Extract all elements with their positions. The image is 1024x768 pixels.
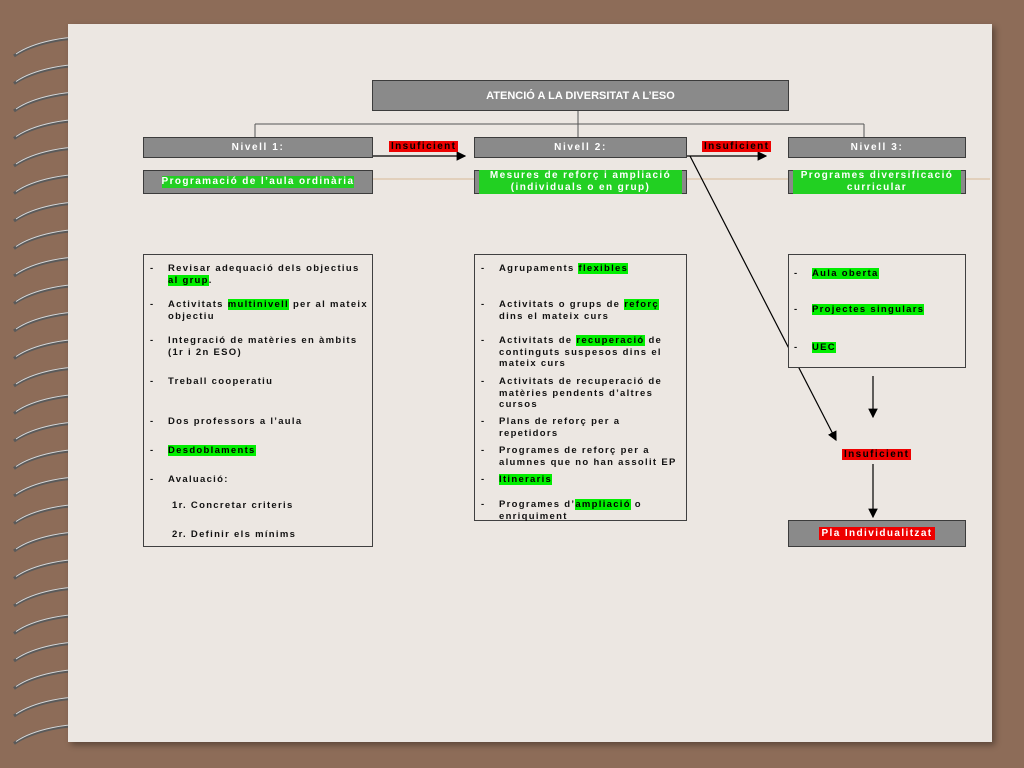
level-1-subtitle: Programació de l’aula ordinària <box>143 170 373 194</box>
list-item: -Programes d’ampliació o enriquiment <box>481 499 642 522</box>
level-3-header: Nivell 3: <box>788 137 966 158</box>
insufficient-label-1: Insuficient <box>389 141 459 152</box>
list-item: -Programes de reforç per a alumnes que n… <box>481 445 677 468</box>
list-item: -Itineraris <box>481 474 553 485</box>
list-item: -Activitats de recuperació de matèries p… <box>481 376 663 410</box>
insufficient-label-3: Insuficient <box>842 449 912 460</box>
level-1-header: Nivell 1: <box>143 137 373 158</box>
list-item: -Desdoblaments <box>150 445 256 456</box>
list-item: 2r. Definir els mínims <box>172 529 297 540</box>
list-item: -Integració de matèries en àmbits (1r i … <box>150 335 358 358</box>
diagram-title: ATENCIÓ A LA DIVERSITAT A L’ESO <box>372 80 789 111</box>
level-2-measures-box: -Agrupaments flexibles -Activitats o gru… <box>474 254 687 522</box>
list-item: -Projectes singulars <box>794 304 925 315</box>
list-item: -Avaluació: <box>150 474 229 485</box>
list-item: -Treball cooperatiu <box>150 376 274 387</box>
list-item: -Activitats multinivell per al mateix ob… <box>150 299 368 322</box>
list-item: -Agrupaments flexibles <box>481 263 629 274</box>
list-item: -Dos professors a l’aula <box>150 416 303 427</box>
level-2-subtitle: Mesures de reforç i ampliació (individua… <box>474 170 687 194</box>
level-1-measures-box: -Revisar adequació dels objectius al gru… <box>143 254 373 547</box>
list-item: -Plans de reforç per a repetidors <box>481 416 621 439</box>
insufficient-label-2: Insuficient <box>702 141 772 152</box>
list-item: -Revisar adequació dels objectius al gru… <box>150 263 360 286</box>
individual-plan-box: Pla Individualitzat <box>788 520 966 547</box>
level-3-subtitle: Programes diversificació curricular <box>788 170 966 194</box>
list-item: -Aula oberta <box>794 268 879 279</box>
list-item: -Activitats o grups de reforç dins el ma… <box>481 299 659 322</box>
list-item: 1r. Concretar criteris <box>172 500 294 511</box>
level-2-header: Nivell 2: <box>474 137 687 158</box>
level-3-measures-box: -Aula oberta -Projectes singulars -UEC <box>788 254 966 368</box>
list-item: -UEC <box>794 342 836 353</box>
list-item: -Activitats de recuperació de continguts… <box>481 335 663 369</box>
